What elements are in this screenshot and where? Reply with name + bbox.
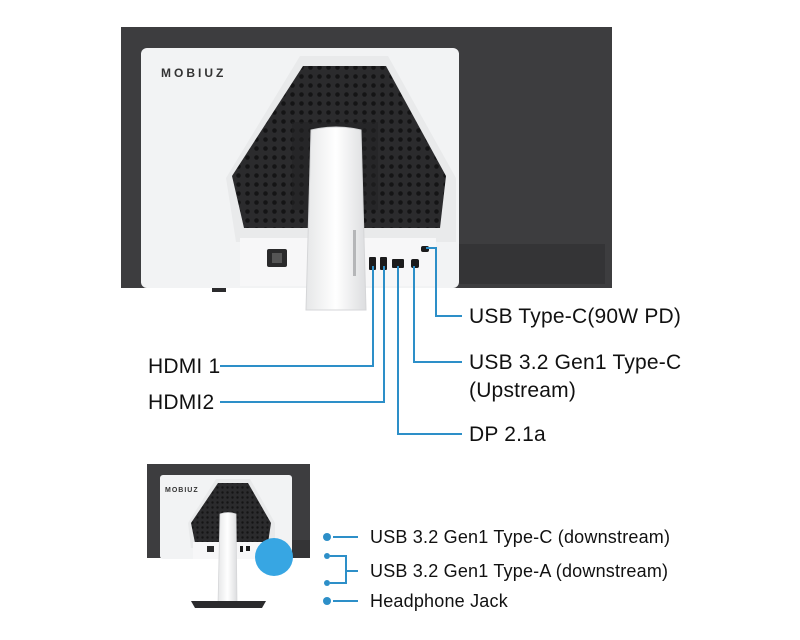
stand-column [305, 126, 367, 311]
label-headphone-jack: Headphone Jack [370, 591, 508, 611]
label-hdmi1: HDMI 1 [148, 355, 221, 378]
side-port-highlight [255, 538, 293, 576]
usbc-up-port [411, 259, 419, 268]
label-usbc-upstream-1: USB 3.2 Gen1 Type-C [469, 351, 682, 374]
label-usbc-downstream: USB 3.2 Gen1 Type-C (downstream) [370, 527, 671, 547]
hdmi2-port [380, 257, 387, 270]
small-stand-column [217, 512, 238, 606]
brand-logo: MOBIUZ [161, 66, 227, 80]
label-usbc-upstream-2: (Upstream) [469, 379, 577, 402]
dp-port [392, 259, 404, 268]
label-usbc-pd: USB Type-C(90W PD) [469, 305, 682, 328]
callout-line-hdmi1 [220, 266, 374, 367]
callout-bullets-bottom [323, 533, 358, 605]
monitor-bezel-strip [455, 244, 605, 284]
label-hdmi2: HDMI2 [148, 391, 215, 414]
callout-line-usbc-pd [426, 247, 462, 317]
brand-logo-small: MOBIUZ [165, 487, 199, 494]
hdmi1-port [369, 257, 376, 270]
callout-line-usbc-up [413, 266, 462, 363]
label-usba-downstream: USB 3.2 Gen1 Type-A (downstream) [370, 561, 669, 581]
label-dp: DP 2.1a [469, 423, 546, 446]
callout-line-dp [397, 266, 462, 435]
callout-line-hdmi2 [220, 266, 385, 403]
callout-lines-top [220, 247, 462, 435]
small-stand-base [191, 601, 266, 608]
